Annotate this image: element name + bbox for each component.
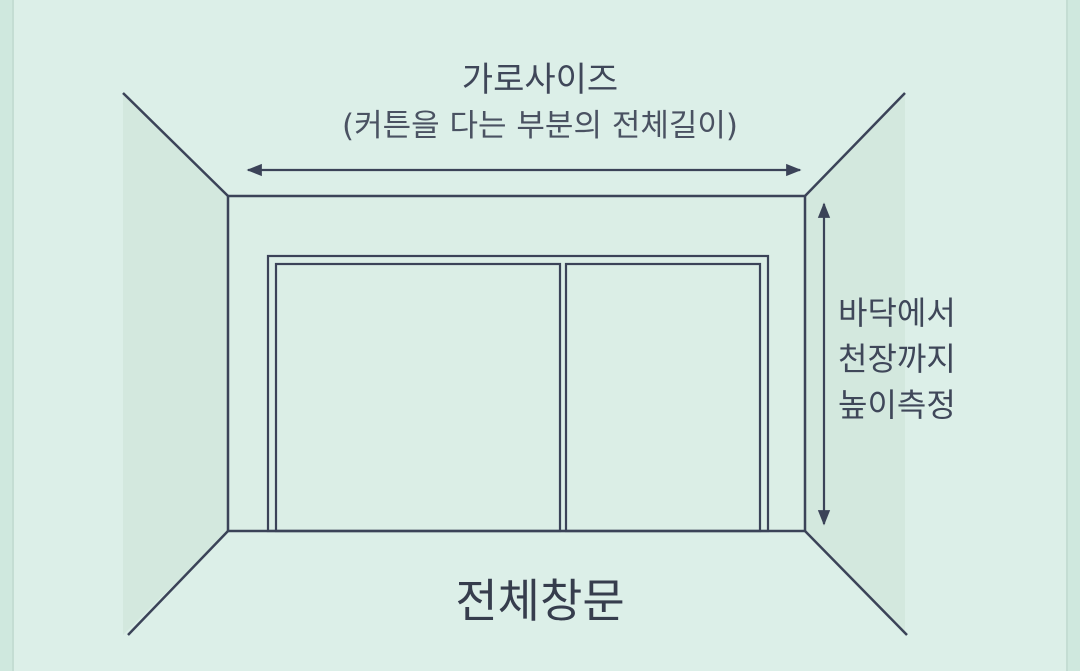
window-title: 전체창문: [455, 574, 625, 628]
right-border: [1068, 0, 1080, 671]
left-border: [0, 0, 12, 671]
ceiling-right-edge: [804, 92, 906, 197]
floor-left-edge: [127, 530, 229, 636]
window-pane-right: [564, 262, 762, 533]
ceiling-left-edge: [122, 92, 229, 197]
width-size-subtitle: (커튼을 다는 부분의 전체길이): [342, 108, 738, 144]
left-border-line: [12, 0, 14, 671]
floor-right-edge: [804, 530, 908, 636]
height-label-line3: 높이측정: [838, 386, 956, 424]
left-wall: [123, 93, 228, 635]
back-wall: [226, 194, 807, 533]
height-label-line1: 바닥에서: [838, 294, 956, 332]
right-border-line: [1066, 0, 1068, 671]
window-pane-left: [274, 262, 562, 533]
height-label-line2: 천장까지: [838, 340, 956, 378]
width-size-title: 가로사이즈: [461, 60, 619, 100]
